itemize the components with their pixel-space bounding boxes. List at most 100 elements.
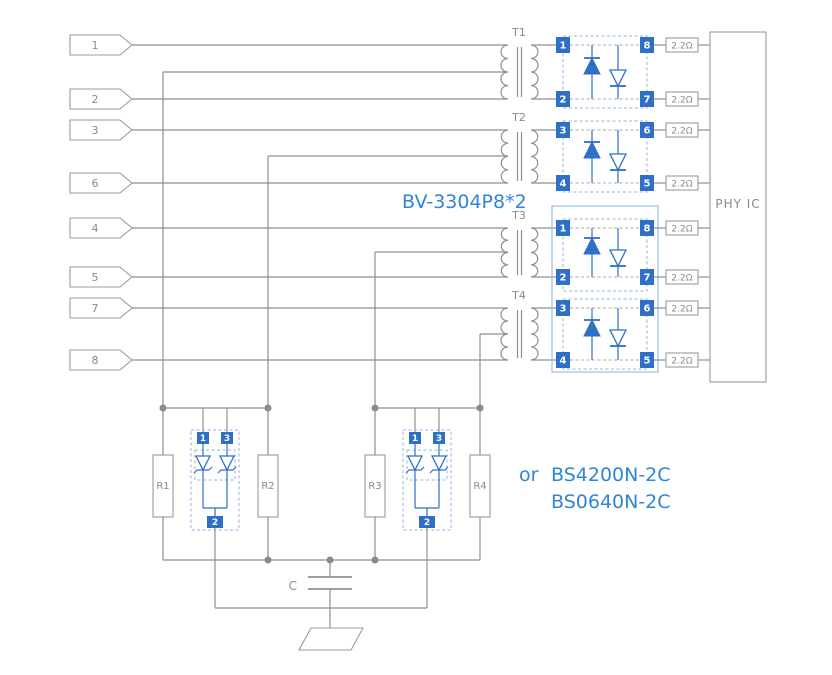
tvs-part-option-1: BS4200N-2C: [551, 464, 671, 486]
diode-array-upper: 1 2 3 4 8 7 6 5: [556, 35, 654, 193]
input-pin-label: 2: [92, 93, 99, 106]
termination-resistor-label: R3: [368, 481, 381, 492]
tvs-pin-number: 3: [224, 434, 230, 444]
termination-resistor: R1: [152, 408, 174, 560]
series-resistor: 2.2Ω: [654, 269, 710, 285]
transformer-t1: T1: [500, 26, 556, 100]
termination-resistor: R2: [257, 408, 279, 560]
tvs-pin-number: 2: [424, 518, 430, 528]
package-pin: 4: [556, 352, 570, 368]
package-part-label: BV-3304P8*2: [402, 191, 527, 213]
package-pin: 5: [640, 352, 654, 368]
package-pin-number: 1: [560, 224, 567, 235]
signal-wires: [132, 44, 508, 361]
package-pin-number: 4: [560, 179, 567, 190]
tvs-pin: 2: [207, 516, 223, 528]
input-pin-label: 7: [92, 302, 99, 315]
capacitor-label: C: [289, 579, 297, 593]
series-resistor-value: 2.2Ω: [671, 274, 692, 284]
transformer-label: T2: [511, 111, 526, 124]
package-pin: 5: [640, 175, 654, 191]
package-pin-number: 1: [560, 41, 567, 52]
transformer-t4: T4: [500, 289, 556, 361]
package-pin: 2: [556, 269, 570, 285]
package-pin-number: 6: [644, 304, 651, 315]
termination-resistor-label: R1: [156, 481, 169, 492]
series-resistor-value: 2.2Ω: [671, 42, 692, 52]
tvs-pin-number: 1: [412, 434, 418, 444]
input-pin-label: 5: [92, 271, 99, 284]
tvs-pin: 3: [221, 432, 233, 444]
input-pins: 1 2 3 6 4 5 7 8: [69, 34, 133, 371]
package-pin: 1: [556, 220, 570, 236]
input-pin: 5: [69, 266, 133, 288]
tvs-pin: 2: [419, 516, 435, 528]
package-pin: 2: [556, 91, 570, 107]
package-pin-number: 3: [560, 126, 567, 137]
tvs-array: 1 3 2: [190, 408, 240, 608]
input-pin: 8: [69, 349, 133, 371]
package-pin-number: 4: [560, 356, 567, 367]
series-resistor: 2.2Ω: [654, 91, 710, 107]
phy-ic-label: PHY IC: [715, 197, 760, 211]
package-pin: 7: [640, 269, 654, 285]
package-pin: 4: [556, 175, 570, 191]
package-pin-number: 2: [560, 273, 567, 284]
package-pin-number: 6: [644, 126, 651, 137]
diode-pair: [583, 130, 628, 183]
package-pin-number: 8: [644, 41, 651, 52]
input-pin: 3: [69, 119, 133, 141]
input-pin-label: 1: [92, 39, 99, 52]
input-pin: 2: [69, 88, 133, 110]
series-resistor-value: 2.2Ω: [671, 305, 692, 315]
phy-ic-block: PHY IC: [709, 31, 767, 383]
tvs-array: 1 3 2: [402, 408, 452, 608]
input-pin: 7: [69, 297, 133, 319]
termination-network: R1 R2 R3 R4: [152, 404, 491, 651]
junction-dot: [264, 556, 272, 564]
diode-pair: [583, 45, 628, 99]
series-resistor: 2.2Ω: [654, 220, 710, 236]
package-pin-number: 5: [644, 356, 651, 367]
series-resistors: 2.2Ω 2.2Ω 2.2Ω 2.2Ω 2.2Ω 2.2Ω: [654, 37, 710, 368]
diode-array-lower: 1 2 3 4 8 7 6 5: [551, 205, 659, 373]
tvs-pin-number: 3: [436, 434, 442, 444]
junction-dot: [371, 556, 379, 564]
series-resistor-value: 2.2Ω: [671, 127, 692, 137]
tvs-pin-number: 2: [212, 518, 218, 528]
transformer-t2: T2: [500, 111, 556, 184]
package-pin: 3: [556, 300, 570, 316]
input-pin-label: 4: [92, 222, 99, 235]
input-pin: 1: [69, 34, 133, 56]
series-resistor-value: 2.2Ω: [671, 357, 692, 367]
series-resistor: 2.2Ω: [654, 352, 710, 368]
tvs-pin: 3: [433, 432, 445, 444]
capacitor: C: [289, 560, 352, 628]
input-pin-label: 3: [92, 124, 99, 137]
center-tap-wires: [162, 71, 508, 408]
tvs-pin: 1: [197, 432, 209, 444]
series-resistor-value: 2.2Ω: [671, 225, 692, 235]
package-pin: 6: [640, 300, 654, 316]
package-pin: 3: [556, 122, 570, 138]
tvs-or-label: or: [519, 464, 539, 486]
ground-symbol: [298, 627, 364, 651]
input-pin-label: 6: [92, 177, 99, 190]
termination-resistor-label: R2: [261, 481, 274, 492]
diode-pair: [583, 228, 628, 277]
transformer-label: T3: [511, 209, 526, 222]
termination-resistor: R4: [469, 408, 491, 560]
series-resistor-value: 2.2Ω: [671, 180, 692, 190]
package-pin: 6: [640, 122, 654, 138]
tvs-pin-number: 1: [200, 434, 206, 444]
tvs-pin: 1: [409, 432, 421, 444]
package-pin: 1: [556, 37, 570, 53]
input-pin: 4: [69, 217, 133, 239]
package-pin-number: 8: [644, 224, 651, 235]
tvs-part-labels: or BS4200N-2C BS0640N-2C: [519, 464, 671, 513]
package-pin-number: 3: [560, 304, 567, 315]
input-pin-label: 8: [92, 354, 99, 367]
termination-resistor-label: R4: [473, 481, 486, 492]
